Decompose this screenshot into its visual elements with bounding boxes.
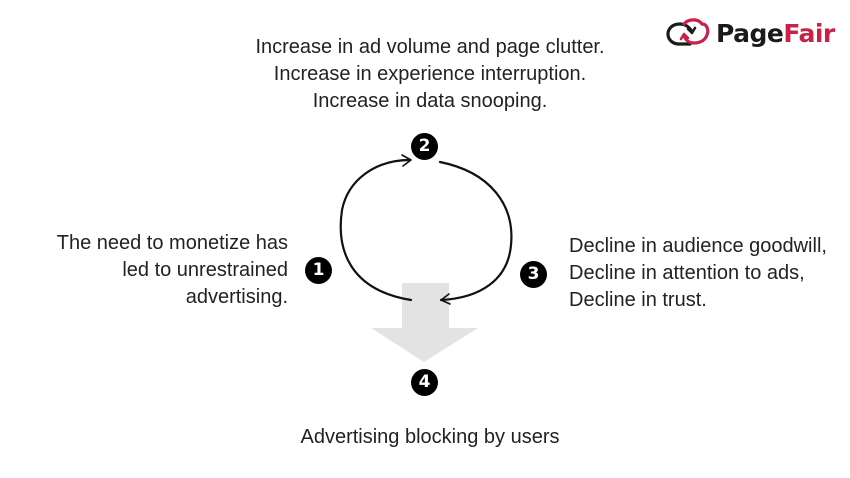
step-1-line: advertising.: [185, 286, 288, 308]
pagefair-logo: PageFair: [666, 18, 835, 48]
step-3-line: Decline in trust.: [569, 289, 707, 311]
arrowhead-to-step-2-icon: [401, 154, 412, 167]
arrowhead-to-step-4-icon: [440, 293, 451, 305]
logo-wordmark: PageFair: [716, 19, 835, 48]
logo-text-page: Page: [716, 18, 784, 48]
step-2-line: Increase in experience interruption.: [273, 63, 587, 85]
step-1-badge: 1: [305, 257, 332, 284]
step-2-badge: 2: [411, 133, 438, 160]
step-4-description: Advertising blocking by users: [200, 424, 660, 451]
step-3-description: Decline in audience goodwill, Decline in…: [569, 233, 850, 314]
step-2-description: Increase in ad volume and page clutter. …: [200, 34, 660, 115]
step-2-line: Increase in data snooping.: [312, 90, 548, 112]
step-3-line: Decline in attention to ads,: [569, 262, 805, 284]
step-3-badge: 3: [520, 261, 547, 288]
logo-text-fair: Fair: [783, 18, 835, 48]
cycle-arc-right: [438, 160, 513, 302]
down-arrow-shape: [371, 283, 478, 362]
step-1-line: led to unrestrained: [122, 259, 288, 281]
step-1-description: The need to monetize has led to unrestra…: [0, 230, 288, 311]
step-1-line: The need to monetize has: [56, 232, 288, 254]
step-4-badge: 4: [411, 369, 438, 396]
step-3-line: Decline in audience goodwill,: [569, 235, 827, 257]
cycle-arc-left: [339, 158, 413, 302]
step-2-line: Increase in ad volume and page clutter.: [255, 36, 605, 58]
step-4-line: Advertising blocking by users: [300, 426, 560, 448]
cloud-cycle-icon: [666, 18, 710, 46]
